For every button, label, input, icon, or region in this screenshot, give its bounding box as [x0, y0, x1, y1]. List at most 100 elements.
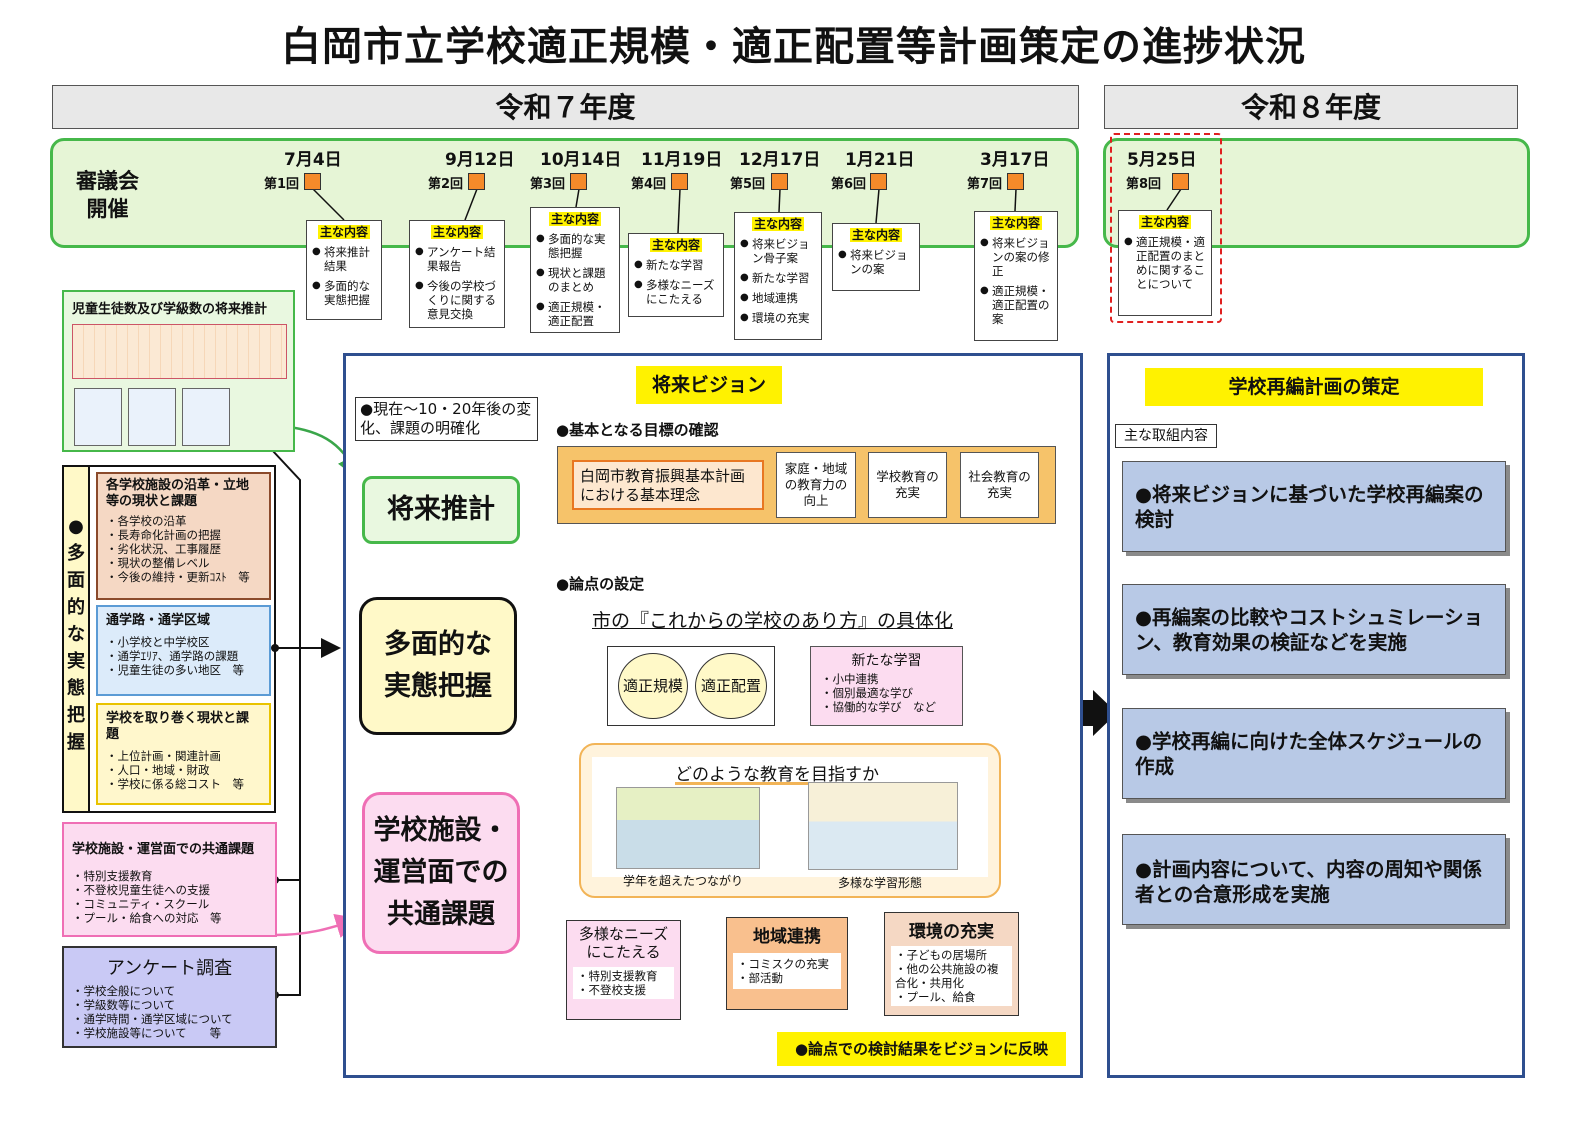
photo2-caption: 多様な学習形態 [838, 876, 923, 890]
vision-title: 将来ビジョン [636, 366, 782, 404]
list-item: 上位計画・関連計画 [106, 749, 261, 763]
meeting-date: 12月17日 [739, 150, 821, 170]
meeting-card-item: 将来ビジョン骨子案 [740, 237, 816, 265]
map-thumbnail-2 [128, 388, 176, 446]
meeting-marker [771, 173, 788, 190]
list-item: 通学時間・通学区域について [72, 1012, 267, 1026]
plan-item-2: ●再編案の比較やコストシュミレーション、教育効果の検証などを実施 [1122, 584, 1506, 675]
meeting-marker [304, 173, 321, 190]
meeting-card-item: 将来推計結果 [312, 245, 376, 273]
environment-box: 学校を取り巻く現状と課題 上位計画・関連計画人口・地域・財政学校に係る総コスト … [96, 703, 271, 805]
list-item: 協働的な学び など [821, 700, 952, 714]
meeting-marker [570, 173, 587, 190]
list-item: 現状の整備レベル [106, 556, 261, 570]
multi-survey-vertical-label: ●多面的な実態把握 [62, 465, 90, 813]
meeting-card-item: 適正規模・適正配置 [536, 300, 614, 328]
plan-item-3: ●学校再編に向けた全体スケジュールの作成 [1122, 708, 1506, 799]
list-item: プール・給食への対応 等 [72, 911, 267, 925]
reflect-note: ●論点での検討結果をビジョンに反映 [777, 1032, 1066, 1066]
meeting-card-item: 新たな学習 [634, 258, 718, 272]
list-item: 子どもの居場所 [895, 948, 1008, 962]
goal-school-education: 学校教育の充実 [868, 452, 947, 518]
list-item: 長寿命化計画の把握 [106, 528, 261, 542]
meeting-marker [671, 173, 688, 190]
list-item: 学校全般について [72, 984, 267, 998]
list-item: 各学校の沿革 [106, 514, 261, 528]
education-aim-title: どのような教育を目指すか [675, 765, 879, 785]
diverse-needs-box: 多様なニーズにこたえる 特別支援教育不登校支援 [566, 920, 681, 1020]
map-thumbnail-3 [182, 388, 230, 446]
environment-enhance-box: 環境の充実 子どもの居場所他の公共施設の複合化・共用化プール、給食 [884, 912, 1019, 1016]
meeting-card-item: 環境の充実 [740, 311, 816, 325]
meeting-card: 主な内容適正規模・適正配置のまとめに関することについて [1118, 210, 1212, 316]
plan-title: 学校再編計画の策定 [1145, 368, 1483, 406]
meeting-card-item: 多面的な実態把握 [536, 232, 614, 260]
list-item: 学級数等について [72, 998, 267, 1012]
meeting-number: 第3回 [530, 177, 566, 192]
list-item: 通学ｴﾘｱ、通学路の課題 [106, 649, 261, 663]
projection-box: 将来推計 [362, 476, 520, 544]
meeting-date: 10月14日 [540, 150, 622, 170]
meeting-card-header: 主な内容 [317, 225, 370, 239]
meeting-card-item: 現状と課題のまとめ [536, 266, 614, 294]
meeting-marker [1007, 173, 1024, 190]
survey-box: アンケート調査 学校全般について学級数等について通学時間・通学区域について学校施… [62, 946, 277, 1048]
meeting-number: 第7回 [967, 177, 1003, 192]
list-item: 今後の維持・更新ｺｽﾄ 等 [106, 570, 261, 584]
list-item: 人口・地域・財政 [106, 763, 261, 777]
meeting-card-header: 主な内容 [649, 238, 702, 252]
main-efforts-label: 主な取組内容 [1115, 424, 1217, 448]
meeting-card-item: 今後の学校づくりに関する意見交換 [415, 279, 499, 321]
list-item: 小学校と中学校区 [106, 635, 261, 649]
meeting-card-header: 主な内容 [989, 216, 1042, 230]
meeting-date: 5月25日 [1127, 150, 1197, 170]
map-thumbnail-1 [74, 388, 122, 446]
meeting-date: 3月17日 [980, 150, 1050, 170]
meeting-card-header: 主な内容 [430, 225, 483, 239]
meeting-card: 主な内容新たな学習多様なニーズにこたえる [628, 233, 724, 317]
facility-box: 各学校施設の沿革・立地等の現状と課題 各学校の沿革長寿命化計画の把握劣化状況、工… [96, 472, 271, 600]
plan-item-4: ●計画内容について、内容の周知や関係者との合意形成を実施 [1122, 834, 1506, 925]
meeting-number: 第6回 [831, 177, 867, 192]
plan-item-1: ●将来ビジョンに基づいた学校再編案の検討 [1122, 461, 1506, 552]
meeting-card-item: 適正規模・適正配置のまとめに関することについて [1124, 235, 1206, 291]
meeting-card: 主な内容将来推計結果多面的な実態把握 [306, 220, 382, 320]
basic-idea-box: 白岡市教育振興基本計画における基本理念 [572, 460, 764, 510]
list-item: 不登校児童生徒への支援 [72, 883, 267, 897]
page-title: 白岡市立学校適正規模・適正配置等計画策定の進捗状況 [281, 24, 1306, 70]
list-item: コミュニティ・スクール [72, 897, 267, 911]
list-item: 特別支援教育 [577, 969, 670, 983]
circle-placement: 適正配置 [695, 653, 767, 719]
council-label: 審議会 開催 [76, 169, 139, 221]
basic-goal-heading: ●基本となる目標の確認 [556, 421, 719, 439]
meeting-card: 主な内容多面的な実態把握現状と課題のまとめ適正規模・適正配置 [530, 207, 620, 333]
meeting-number: 第4回 [631, 177, 667, 192]
meeting-date: 1月21日 [845, 150, 915, 170]
meeting-marker [468, 173, 485, 190]
list-item: 学校に係る総コスト 等 [106, 777, 261, 791]
list-item: 学校施設等について 等 [72, 1026, 267, 1040]
meeting-card: 主な内容アンケート結果報告今後の学校づくりに関する意見交換 [409, 220, 505, 328]
photo1-caption: 学年を超えたつながり [623, 874, 744, 888]
meeting-card-header: 主な内容 [1138, 215, 1191, 229]
meeting-marker [870, 173, 887, 190]
projection-table-thumbnail [72, 324, 287, 379]
photo-cross-grade [616, 787, 760, 869]
community-box: 地域連携 コミスクの充実部活動 [726, 917, 848, 1010]
list-item: 劣化状況、工事履歴 [106, 542, 261, 556]
meeting-card: 主な内容将来ビジョンの案 [832, 223, 920, 291]
goal-family-community: 家庭・地域の教育力の向上 [776, 452, 856, 518]
meeting-date: 7月4日 [284, 150, 342, 170]
meeting-card-item: 将来ビジョンの案 [838, 248, 914, 276]
circle-scale: 適正規模 [618, 653, 688, 719]
common-issues-box: 学校施設・運営面での共通課題 特別支援教育不登校児童生徒への支援コミュニティ・ス… [62, 822, 277, 937]
list-item: 不登校支援 [577, 983, 670, 997]
meeting-marker [1172, 173, 1189, 190]
goal-social-education: 社会教育の充実 [960, 452, 1039, 518]
meeting-8-highlight [1110, 133, 1222, 323]
meeting-date: 9月12日 [445, 150, 515, 170]
route-box: 通学路・通学区域 小学校と中学校区通学ｴﾘｱ、通学路の課題児童生徒の多い地区 等 [96, 605, 271, 696]
meeting-card: 主な内容将来ビジョンの案の修正適正規模・適正配置の案 [974, 211, 1058, 341]
year-bar-r8: 令和８年度 [1104, 85, 1518, 129]
meeting-card-item: アンケート結果報告 [415, 245, 499, 273]
